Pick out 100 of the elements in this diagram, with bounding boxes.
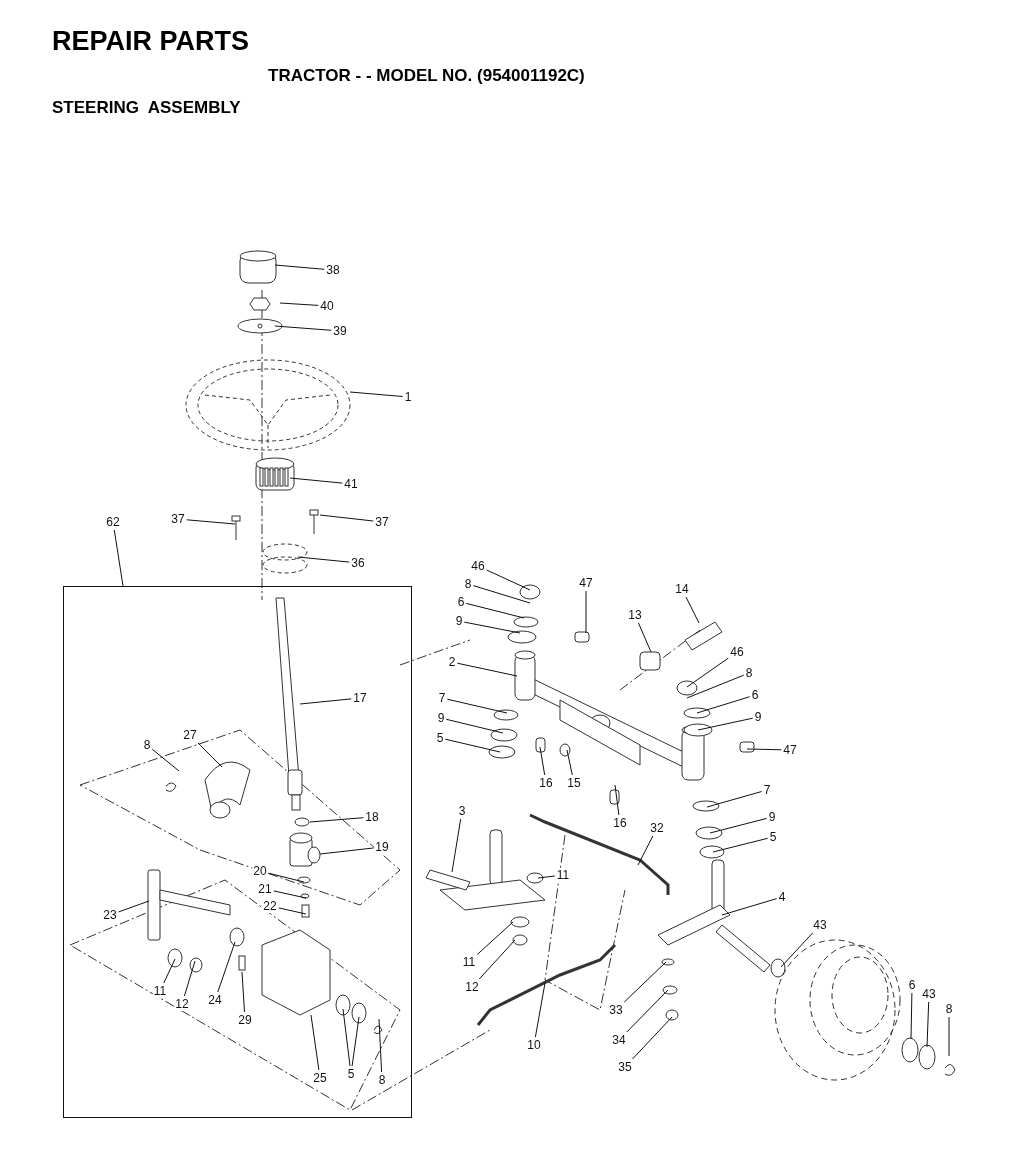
callout-number: 6 [907, 978, 917, 992]
callout-number: 8 [377, 1073, 387, 1087]
leader-line [268, 872, 305, 883]
callout-number: 10 [526, 1038, 542, 1052]
leader-line [319, 847, 374, 855]
leader-line [113, 529, 124, 587]
callout-number: 14 [674, 582, 690, 596]
callout-number: 34 [611, 1033, 627, 1047]
assembly-frame [63, 586, 412, 1118]
leader-line [626, 989, 669, 1033]
leader-line [638, 622, 652, 653]
leader-line [686, 657, 729, 688]
callout-number: 7 [437, 691, 447, 705]
leader-line [217, 941, 236, 993]
page-title: REPAIR PARTS [52, 26, 249, 57]
leader-line [274, 325, 332, 331]
callout-number: 43 [812, 918, 828, 932]
callout-number: 9 [454, 614, 464, 628]
callout-number: 22 [262, 899, 278, 913]
callout-number: 37 [170, 512, 186, 526]
leader-line [686, 674, 745, 699]
callout-number: 23 [102, 908, 118, 922]
callout-number: 5 [435, 731, 445, 745]
leader-line [780, 932, 814, 968]
callout-number: 11 [152, 984, 168, 998]
leader-line [585, 590, 587, 634]
callout-number: 46 [470, 559, 486, 573]
leader-line [444, 738, 501, 753]
leader-line [151, 748, 180, 772]
leader-line [537, 875, 556, 879]
callout-number: 27 [182, 728, 198, 742]
leader-line [241, 971, 245, 1013]
leader-line [539, 746, 546, 776]
callout-number: 15 [566, 776, 582, 790]
callout-number: 11 [555, 868, 571, 882]
callout-number: 8 [744, 666, 754, 680]
leader-line [696, 696, 751, 714]
leader-line [163, 958, 176, 984]
leader-line [463, 621, 521, 634]
leader-line [926, 1001, 930, 1048]
callout-number: 12 [464, 980, 480, 994]
callout-number: 46 [729, 645, 745, 659]
leader-line [197, 742, 223, 768]
leader-line [299, 698, 352, 705]
callout-number: 25 [312, 1071, 328, 1085]
callout-number: 20 [252, 864, 268, 878]
leader-line [614, 784, 620, 816]
leader-line [279, 302, 319, 306]
leader-line [685, 596, 700, 624]
leader-line [465, 602, 525, 619]
callout-number: 40 [319, 299, 335, 313]
leader-line [637, 835, 654, 866]
leader-line [706, 791, 763, 808]
callout-number: 35 [617, 1060, 633, 1074]
callout-number: 36 [350, 556, 366, 570]
leader-line [289, 477, 343, 484]
callout-number: 13 [627, 608, 643, 622]
leader-line [478, 939, 516, 980]
callout-number: 3 [457, 804, 467, 818]
leader-line [319, 514, 374, 522]
leader-line [349, 391, 404, 397]
leader-line [721, 898, 778, 916]
callout-number: 5 [768, 830, 778, 844]
callout-number: 8 [463, 577, 473, 591]
callout-number: 38 [325, 263, 341, 277]
leader-line [476, 921, 514, 955]
callout-number: 17 [352, 691, 368, 705]
leader-line [309, 817, 364, 823]
callout-number: 29 [237, 1013, 253, 1027]
callout-number: 16 [612, 816, 628, 830]
callout-number: 1 [403, 390, 413, 404]
model-heading: TRACTOR - - MODEL NO. (954001192C) [268, 66, 585, 86]
leader-line [310, 1014, 320, 1071]
callout-number: 21 [257, 882, 273, 896]
callout-number: 32 [649, 821, 665, 835]
callout-number: 39 [332, 324, 348, 338]
leader-line [446, 698, 508, 714]
leader-line [623, 961, 667, 1003]
leader-line [632, 1016, 673, 1060]
callout-number: 47 [782, 743, 798, 757]
leader-line [456, 662, 518, 677]
callout-number: 9 [436, 711, 446, 725]
callout-number: 41 [343, 477, 359, 491]
leader-line [910, 992, 913, 1040]
leader-line [274, 264, 325, 270]
leader-line [351, 1016, 360, 1067]
leader-line [697, 717, 754, 731]
leader-line [273, 890, 307, 899]
leader-line [472, 585, 531, 604]
callout-number: 47 [578, 576, 594, 590]
section-heading: STEERING ASSEMBLY [52, 98, 241, 118]
callout-number: 9 [767, 810, 777, 824]
callout-number: 12 [174, 997, 190, 1011]
callout-number: 6 [750, 688, 760, 702]
leader-line [186, 519, 236, 525]
callout-number: 11 [461, 955, 477, 969]
callout-number: 4 [777, 890, 787, 904]
leader-line [534, 982, 546, 1038]
leader-line [278, 907, 307, 915]
callout-number: 37 [374, 515, 390, 529]
